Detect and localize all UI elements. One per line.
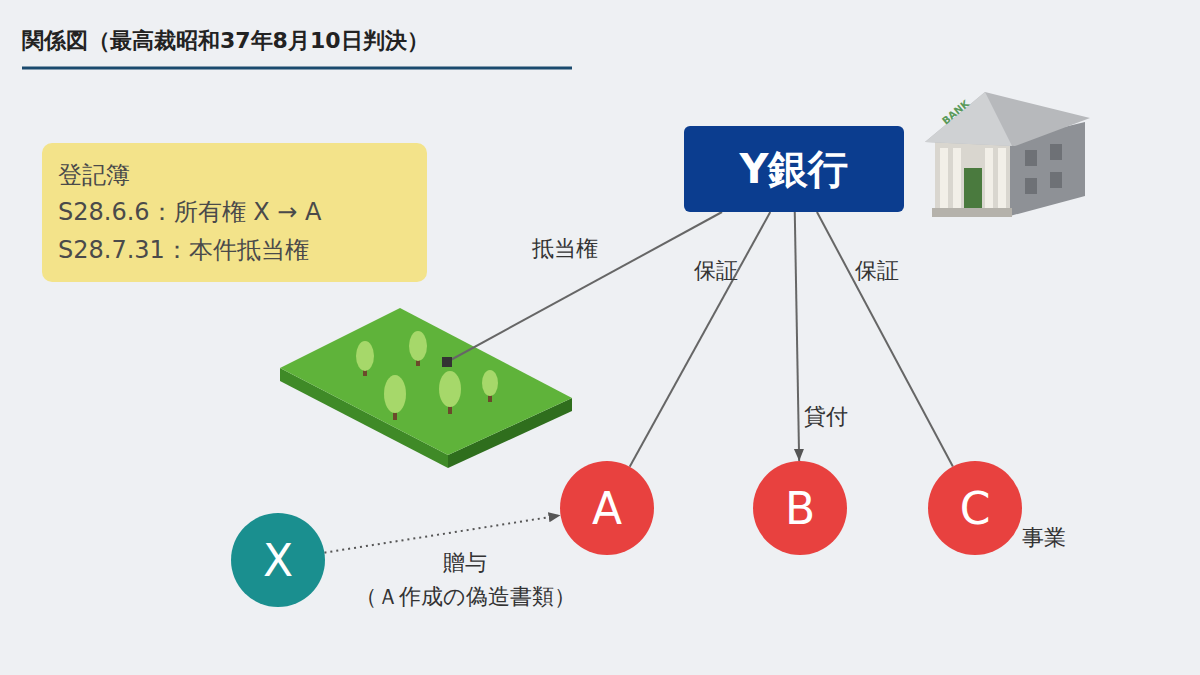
- circle-fill: [928, 461, 1022, 555]
- mortgage-point: [442, 357, 452, 367]
- node-label: A: [560, 461, 654, 555]
- circle-fill: [753, 461, 847, 555]
- bank-box: Y銀行: [684, 126, 904, 212]
- registry-box: 登記簿S28.6.6：所有権 X → AS28.7.31：本件抵当権: [42, 143, 427, 282]
- edge-label: 保証: [855, 256, 925, 286]
- bank-name: Y銀行: [740, 142, 849, 197]
- side-label: 事業: [1022, 523, 1066, 553]
- circle-fill: [560, 461, 654, 555]
- dotted-arrow: [324, 515, 560, 552]
- node-label: C: [928, 461, 1022, 555]
- registry-entry: S28.6.6：所有権 X → A: [58, 193, 411, 231]
- node-label: X: [231, 513, 325, 607]
- registry-entry: S28.7.31：本件抵当権: [58, 231, 411, 269]
- edge-label: 保証: [694, 256, 764, 286]
- edge-label: 貸付: [804, 402, 854, 432]
- title-underline: [22, 67, 572, 70]
- diagram-title: 関係図（最高裁昭和37年8月10日判決）: [22, 26, 429, 56]
- node-label: B: [753, 461, 847, 555]
- edge-label: 贈与 （Ａ作成の偽造書類）: [340, 546, 590, 614]
- party-circle: A: [560, 461, 654, 555]
- land-illustration: [280, 308, 572, 468]
- registry-heading: 登記簿: [58, 157, 411, 193]
- relation-line: [795, 212, 799, 461]
- party-circle: X: [231, 513, 325, 607]
- mortgage-line: [447, 212, 722, 362]
- line-label: 抵当権: [532, 234, 598, 264]
- relation-line: [630, 212, 771, 467]
- bank-icon: [925, 92, 1090, 217]
- party-circle: C事業: [928, 461, 1022, 555]
- circle-fill: [231, 513, 325, 607]
- party-circle: B: [753, 461, 847, 555]
